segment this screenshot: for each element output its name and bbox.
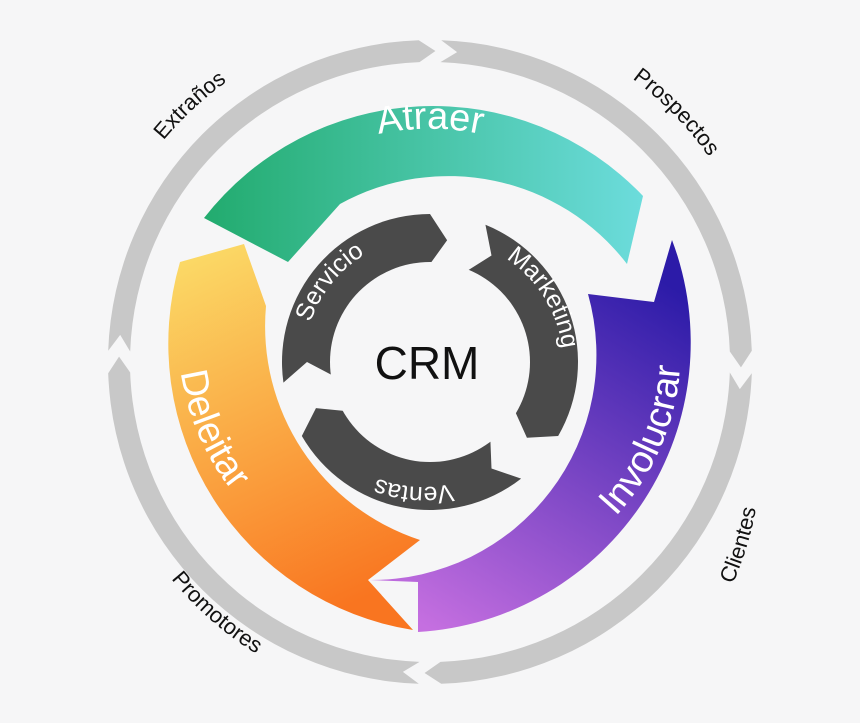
outer-segment-strangers [108, 40, 436, 352]
hub-segment-service [282, 214, 448, 383]
stage-arrow-attract [204, 105, 643, 264]
outer-segment-customers [424, 372, 752, 684]
outer-segment-promoters [108, 356, 420, 684]
stage-arrow-delight [168, 244, 420, 630]
stage-ring: Atraer Involucrar Deleitar [168, 96, 691, 632]
outer-label-customers: Clientes [714, 504, 761, 586]
hub-segment-marketing [466, 224, 578, 438]
stage-arrow-engage [370, 240, 691, 632]
outer-segment-prospects [440, 40, 752, 368]
stage-label-attract: Atraer [373, 96, 488, 143]
center-label: CRM [375, 337, 480, 389]
center-disc [330, 262, 530, 462]
hub-ring: Marketing Ventas Servicio [282, 214, 584, 510]
